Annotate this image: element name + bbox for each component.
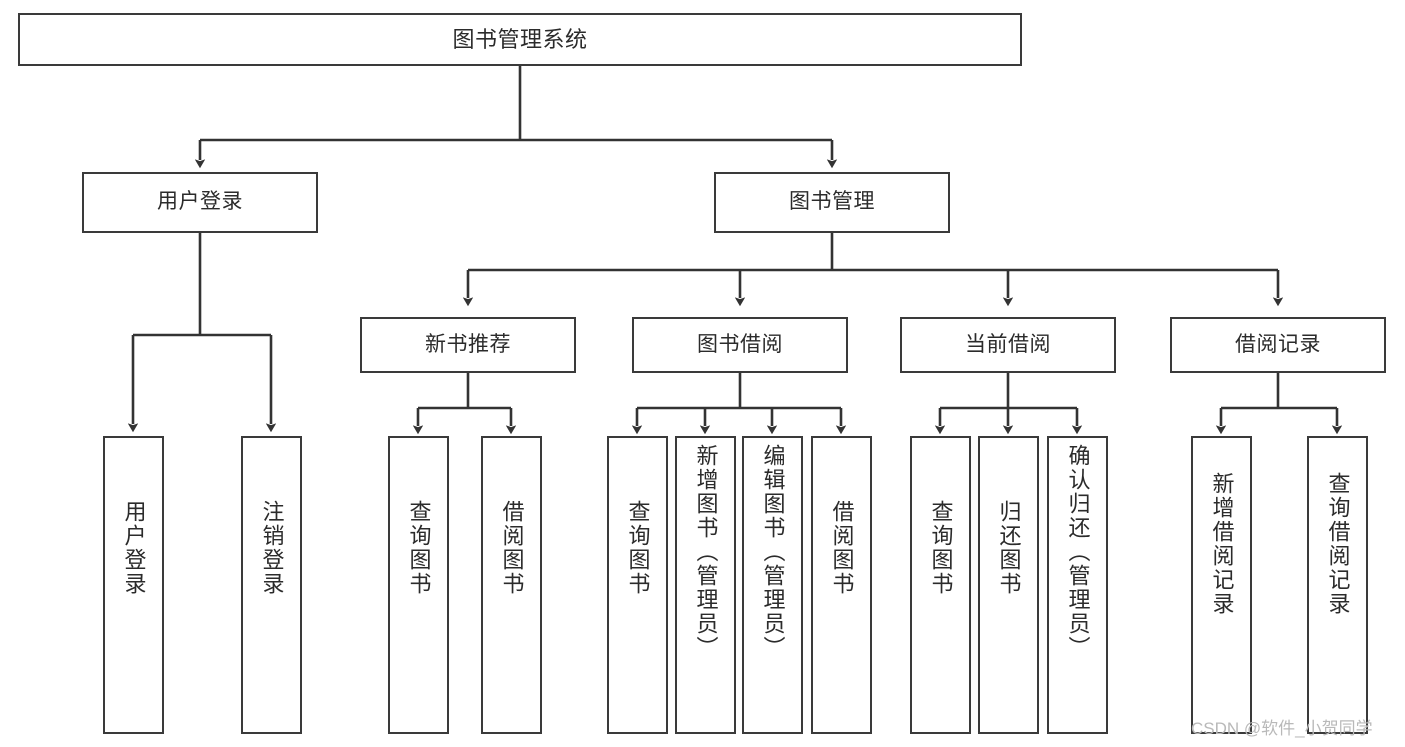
node-leaf-query-record[interactable]: 查询借阅记录 bbox=[1307, 436, 1368, 734]
node-leaf-query-book-2[interactable]: 查询图书 bbox=[607, 436, 668, 734]
node-label: 编辑图书（管理员） bbox=[760, 444, 786, 660]
node-leaf-add-record[interactable]: 新增借阅记录 bbox=[1191, 436, 1252, 734]
node-label: 查询图书 bbox=[928, 500, 954, 596]
node-current-borrow[interactable]: 当前借阅 bbox=[900, 317, 1116, 373]
node-label: 用户登录 bbox=[121, 500, 147, 596]
node-leaf-edit-book[interactable]: 编辑图书（管理员） bbox=[742, 436, 803, 734]
node-label: 图书管理系统 bbox=[452, 26, 588, 52]
node-leaf-query-book-1[interactable]: 查询图书 bbox=[388, 436, 449, 734]
node-label: 新书推荐 bbox=[425, 332, 511, 356]
node-label: 查询借阅记录 bbox=[1325, 472, 1351, 616]
node-label: 确认归还（管理员） bbox=[1065, 444, 1091, 660]
node-book-manage[interactable]: 图书管理 bbox=[714, 172, 950, 233]
node-label: 查询图书 bbox=[406, 500, 432, 596]
node-label: 用户登录 bbox=[157, 190, 243, 214]
node-borrow-record[interactable]: 借阅记录 bbox=[1170, 317, 1386, 373]
node-label: 借阅记录 bbox=[1235, 332, 1321, 356]
node-label: 借阅图书 bbox=[499, 500, 525, 596]
node-leaf-query-book-3[interactable]: 查询图书 bbox=[910, 436, 971, 734]
node-root-system[interactable]: 图书管理系统 bbox=[18, 13, 1022, 66]
node-label: 查询图书 bbox=[625, 500, 651, 596]
node-label: 借阅图书 bbox=[829, 500, 855, 596]
node-book-borrow[interactable]: 图书借阅 bbox=[632, 317, 848, 373]
node-label: 当前借阅 bbox=[965, 332, 1051, 356]
node-leaf-logout-login[interactable]: 注销登录 bbox=[241, 436, 302, 734]
node-leaf-return-book[interactable]: 归还图书 bbox=[978, 436, 1039, 734]
node-label: 归还图书 bbox=[996, 500, 1022, 596]
node-leaf-borrow-book-1[interactable]: 借阅图书 bbox=[481, 436, 542, 734]
node-label: 图书管理 bbox=[789, 190, 875, 214]
node-user-login[interactable]: 用户登录 bbox=[82, 172, 318, 233]
node-label: 图书借阅 bbox=[697, 332, 783, 356]
node-leaf-borrow-book-2[interactable]: 借阅图书 bbox=[811, 436, 872, 734]
node-new-book-recommend[interactable]: 新书推荐 bbox=[360, 317, 576, 373]
node-label: 注销登录 bbox=[259, 500, 285, 596]
node-leaf-confirm-return[interactable]: 确认归还（管理员） bbox=[1047, 436, 1108, 734]
node-label: 新增借阅记录 bbox=[1209, 472, 1235, 616]
node-leaf-add-book[interactable]: 新增图书（管理员） bbox=[675, 436, 736, 734]
node-label: 新增图书（管理员） bbox=[693, 444, 719, 660]
node-leaf-user-login[interactable]: 用户登录 bbox=[103, 436, 164, 734]
csdn-watermark: CSDN @软件_小贺同学 bbox=[1191, 719, 1373, 738]
